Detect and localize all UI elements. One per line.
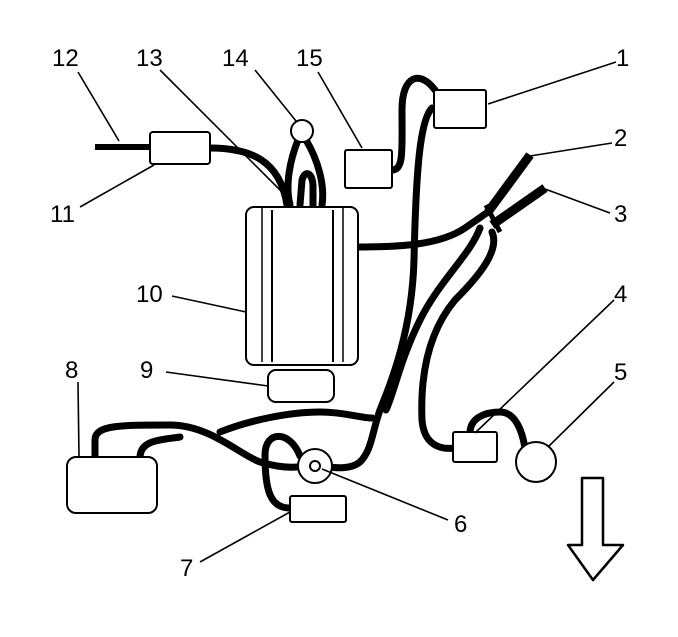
callout-10: 10 bbox=[136, 281, 163, 308]
callout-5: 5 bbox=[614, 359, 627, 386]
component-14 bbox=[290, 119, 314, 143]
hose-crossover bbox=[216, 408, 376, 436]
callout-14: 14 bbox=[222, 45, 249, 72]
callout-labels: 1 2 3 4 5 6 7 8 9 10 11 12 13 14 15 bbox=[50, 45, 629, 582]
callout-2: 2 bbox=[614, 125, 627, 152]
component-9 bbox=[267, 369, 335, 403]
hose-1-to-6 bbox=[316, 104, 436, 472]
pipe-junction-to-2 bbox=[484, 152, 534, 215]
callout-9: 9 bbox=[140, 357, 153, 384]
component-15 bbox=[344, 149, 393, 189]
callout-13: 13 bbox=[136, 45, 163, 72]
hose-11-to-canister bbox=[206, 144, 291, 209]
hose-13 bbox=[296, 170, 317, 209]
hose-junction-to-4 bbox=[418, 228, 498, 452]
evap-canister bbox=[245, 206, 359, 366]
component-1 bbox=[433, 89, 487, 129]
callout-11: 11 bbox=[50, 201, 75, 228]
component-6 bbox=[297, 448, 333, 484]
hose-8-to-6 bbox=[91, 421, 309, 471]
callout-7: 7 bbox=[180, 555, 193, 582]
pipe-junction-to-3 bbox=[489, 184, 548, 229]
callout-3: 3 bbox=[614, 201, 627, 228]
hose-8-lower bbox=[136, 433, 184, 462]
leader-lines bbox=[77, 61, 617, 563]
hose-canister-to-junction bbox=[354, 208, 492, 251]
hose-junction-to-canister-lower bbox=[382, 224, 484, 414]
component-11 bbox=[149, 131, 211, 165]
front-direction-arrow-icon bbox=[566, 476, 625, 582]
hose-14-left bbox=[284, 136, 302, 209]
hoses bbox=[91, 75, 548, 512]
component-8 bbox=[66, 456, 158, 514]
hose-4-to-5 bbox=[466, 408, 529, 452]
hose-6-to-7 bbox=[261, 433, 304, 512]
pipe-junction-cross bbox=[483, 203, 503, 234]
hose-14-right bbox=[302, 136, 327, 209]
callout-8: 8 bbox=[65, 357, 78, 384]
components bbox=[66, 89, 557, 523]
callout-12: 12 bbox=[52, 45, 79, 72]
component-7 bbox=[289, 495, 347, 523]
callout-15: 15 bbox=[296, 45, 323, 72]
component-5 bbox=[515, 441, 557, 483]
hose-15-to-1 bbox=[388, 75, 439, 174]
component-4 bbox=[452, 431, 498, 463]
callout-1: 1 bbox=[616, 45, 629, 72]
callout-6: 6 bbox=[454, 511, 467, 538]
callout-4: 4 bbox=[614, 281, 627, 308]
